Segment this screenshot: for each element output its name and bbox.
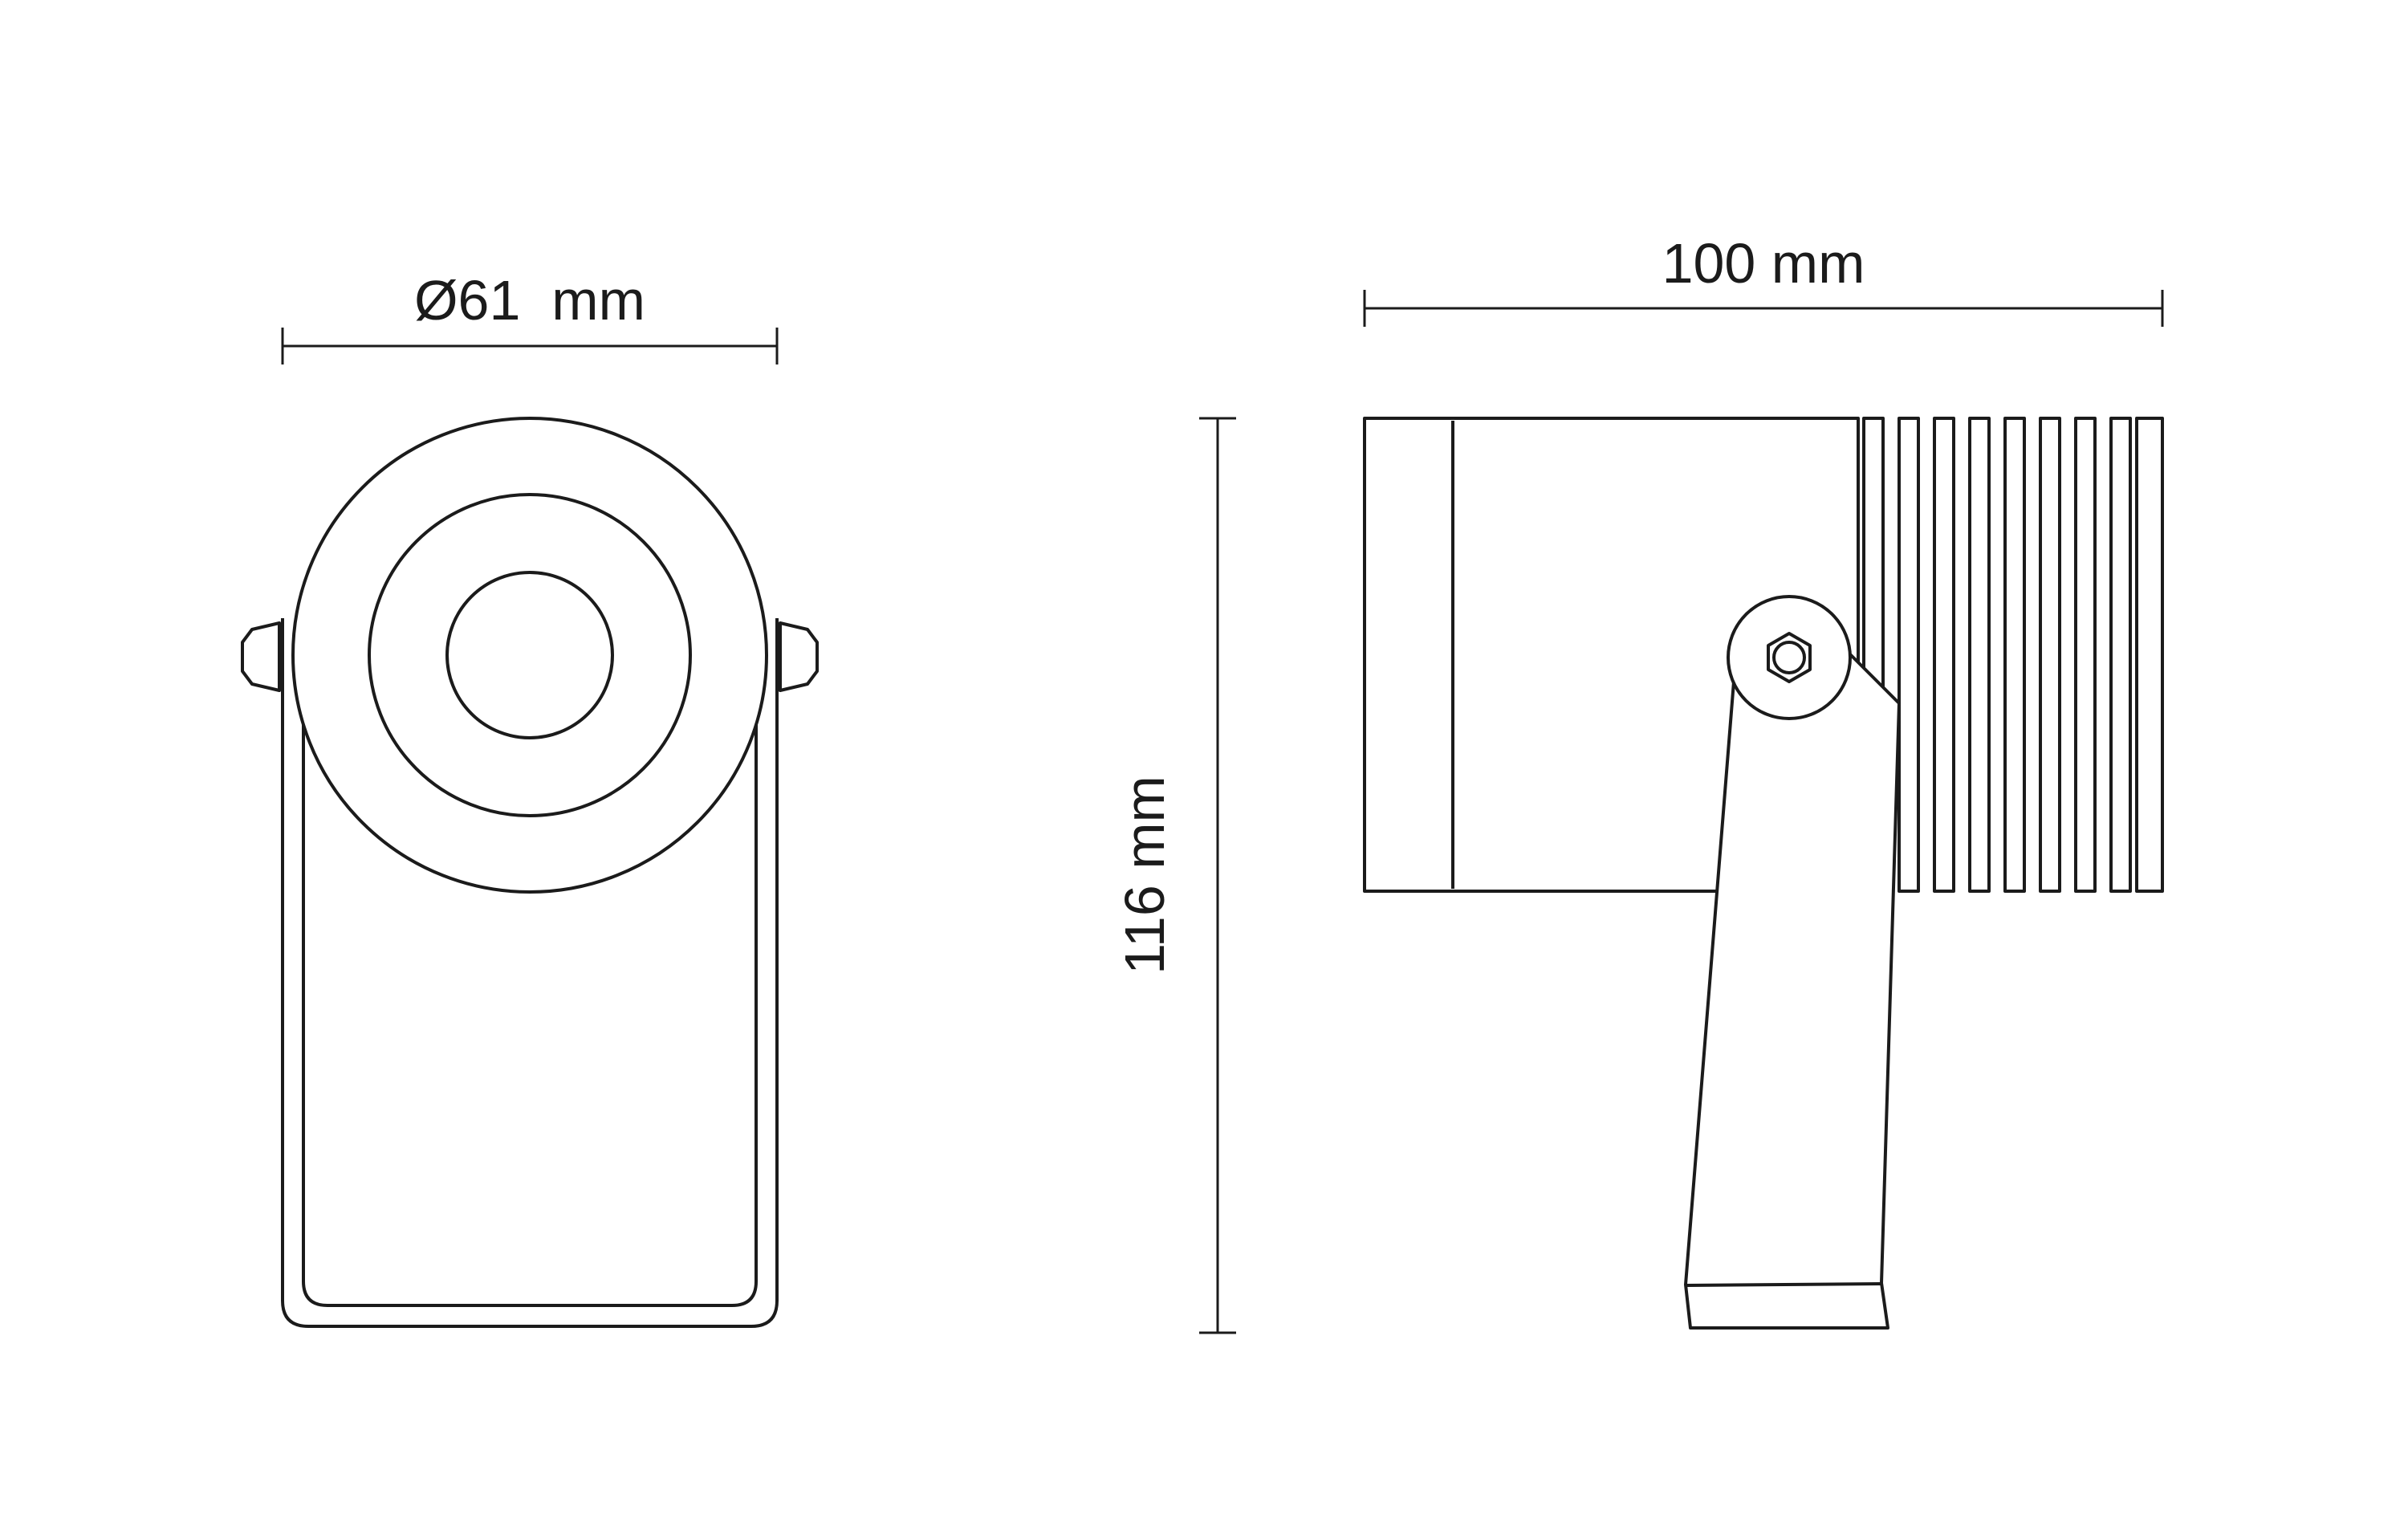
pivot-boss-circle <box>1727 595 1852 720</box>
side-view: 100 mm 116 mm <box>1113 232 2164 1334</box>
heatsink-fin <box>2109 417 2132 893</box>
heatsink-fin <box>2003 417 2026 893</box>
bracket-arm-outline <box>1684 645 1901 1330</box>
height-label: 116 mm <box>1113 776 1176 975</box>
width-label: 100 mm <box>1662 232 1865 295</box>
height-dimension: 116 mm <box>1113 417 1236 1334</box>
heatsink <box>1862 417 2164 893</box>
width-dimension: 100 mm <box>1363 232 2164 327</box>
lens-circle <box>445 571 614 739</box>
pivot-joint <box>1727 595 1852 720</box>
outer-rim-circle <box>291 417 768 894</box>
lamp-face <box>291 417 768 894</box>
heatsink-fin <box>2074 417 2097 893</box>
hex-nut <box>1767 632 1812 683</box>
heatsink-fin <box>2039 417 2061 893</box>
bracket-inner-edge <box>302 642 758 1307</box>
front-view: Ø61 mm <box>241 269 819 1328</box>
heatsink-fin <box>1898 417 1920 893</box>
bracket-arm <box>1684 645 1901 1330</box>
heatsink-fin <box>1968 417 1991 893</box>
bracket-outer-edge <box>281 618 779 1328</box>
yoke-bracket <box>241 618 819 1328</box>
inner-rim-circle <box>368 493 692 817</box>
heatsink-fin <box>1933 417 1955 893</box>
pivot-knob-left <box>241 621 281 692</box>
heatsink-end-cap <box>2135 417 2164 893</box>
foot-plate-line <box>1686 1282 1884 1287</box>
pivot-knob-right <box>779 621 819 692</box>
pivot-bolt-circle <box>1772 641 1806 674</box>
diameter-dimension: Ø61 mm <box>281 269 779 364</box>
diameter-label: Ø61 mm <box>414 269 645 332</box>
